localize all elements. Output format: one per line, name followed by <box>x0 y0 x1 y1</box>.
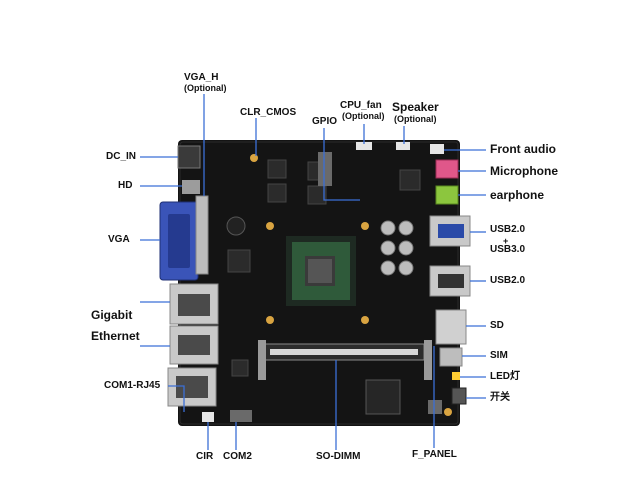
so-dimm-clip-right <box>424 340 432 380</box>
label-ethernet: Ethernet <box>91 329 140 343</box>
chip <box>231 359 249 377</box>
ethernet-port-2-opening <box>178 335 210 355</box>
label-usb-bottom: USB2.0 <box>490 275 526 286</box>
capacitor <box>398 240 414 256</box>
com1-rj45-opening <box>176 376 208 398</box>
so-dimm-contacts <box>270 349 418 355</box>
mounting-hole <box>361 316 369 324</box>
ethernet-port-1-opening <box>178 294 210 316</box>
leader-gpio <box>323 128 360 201</box>
gpio-header <box>318 152 332 186</box>
leader-lines <box>140 94 486 450</box>
vga-h-header <box>195 195 209 275</box>
inductor <box>307 185 327 205</box>
label-earphone: earphone <box>490 188 545 202</box>
label-f-panel: F_PANEL <box>412 449 457 460</box>
inductor <box>267 183 287 203</box>
front-audio-header <box>430 144 444 154</box>
label-gigabit: Gigabit <box>91 308 133 322</box>
label-gpio: GPIO <box>312 116 338 127</box>
dc-in-jack <box>177 145 201 169</box>
label-switch: 开关 <box>490 392 510 403</box>
label-com2: COM2 <box>223 451 252 462</box>
label-cpu-fan: CPU_fan <box>340 100 382 111</box>
label-clr-cmos: CLR_CMOS <box>240 107 297 118</box>
chip <box>399 169 421 191</box>
capacitor <box>380 220 396 236</box>
label-cpu-fan-optional: (Optional) <box>342 111 385 121</box>
capacitors <box>380 220 414 276</box>
label-sd: SD <box>490 320 504 331</box>
label-vga-h-optional: (Optional) <box>184 83 227 93</box>
capacitor <box>398 260 414 276</box>
leader-com1 <box>168 385 185 412</box>
earphone-jack <box>435 185 459 205</box>
capacitor <box>398 220 414 236</box>
label-vga-h: VGA_H <box>184 72 219 83</box>
bios-chip <box>365 379 401 415</box>
sim-slot <box>439 347 463 367</box>
inductor <box>267 159 287 179</box>
f-panel-header <box>428 400 442 414</box>
label-usb-top-1: USB2.0 <box>490 224 526 235</box>
speaker-header <box>396 142 410 150</box>
label-led: LED灯 <box>490 371 520 382</box>
sd-slot <box>435 309 467 345</box>
label-sim: SIM <box>490 350 508 361</box>
label-hd: HD <box>118 180 133 191</box>
capacitor <box>380 240 396 256</box>
chip <box>227 249 251 273</box>
cir-header <box>202 412 214 422</box>
label-usb-top-2: USB3.0 <box>490 244 526 255</box>
microphone-jack <box>435 159 459 179</box>
mounting-hole <box>266 222 274 230</box>
mounting-hole <box>361 222 369 230</box>
com2-header <box>230 410 252 422</box>
buzzer <box>226 216 246 236</box>
mounting-hole <box>266 316 274 324</box>
hd-connector <box>182 180 200 194</box>
mounting-hole <box>444 408 452 416</box>
label-so-dimm: SO-DIMM <box>316 451 361 462</box>
label-vga: VGA <box>108 234 130 245</box>
power-switch <box>451 387 467 405</box>
label-speaker: Speaker <box>392 100 439 114</box>
usb-port-top-blue <box>438 224 464 238</box>
label-dc-in: DC_IN <box>106 151 137 162</box>
so-dimm-clip-left <box>258 340 266 380</box>
led-indicator <box>452 372 460 380</box>
mounting-hole <box>250 154 258 162</box>
mounting-holes <box>250 154 452 416</box>
label-cir: CIR <box>196 451 214 462</box>
capacitor <box>380 260 396 276</box>
vga-port-inner <box>168 214 190 268</box>
cpu-fan-header <box>356 142 372 150</box>
label-front-audio: Front audio <box>490 142 556 156</box>
label-microphone: Microphone <box>490 164 558 178</box>
label-usb-top-plus: + <box>503 236 509 246</box>
cpu-die-shine <box>308 259 332 283</box>
usb-port-bottom-black <box>438 274 464 288</box>
label-com1-rj45: COM1-RJ45 <box>104 380 161 391</box>
label-speaker-optional: (Optional) <box>394 114 437 124</box>
